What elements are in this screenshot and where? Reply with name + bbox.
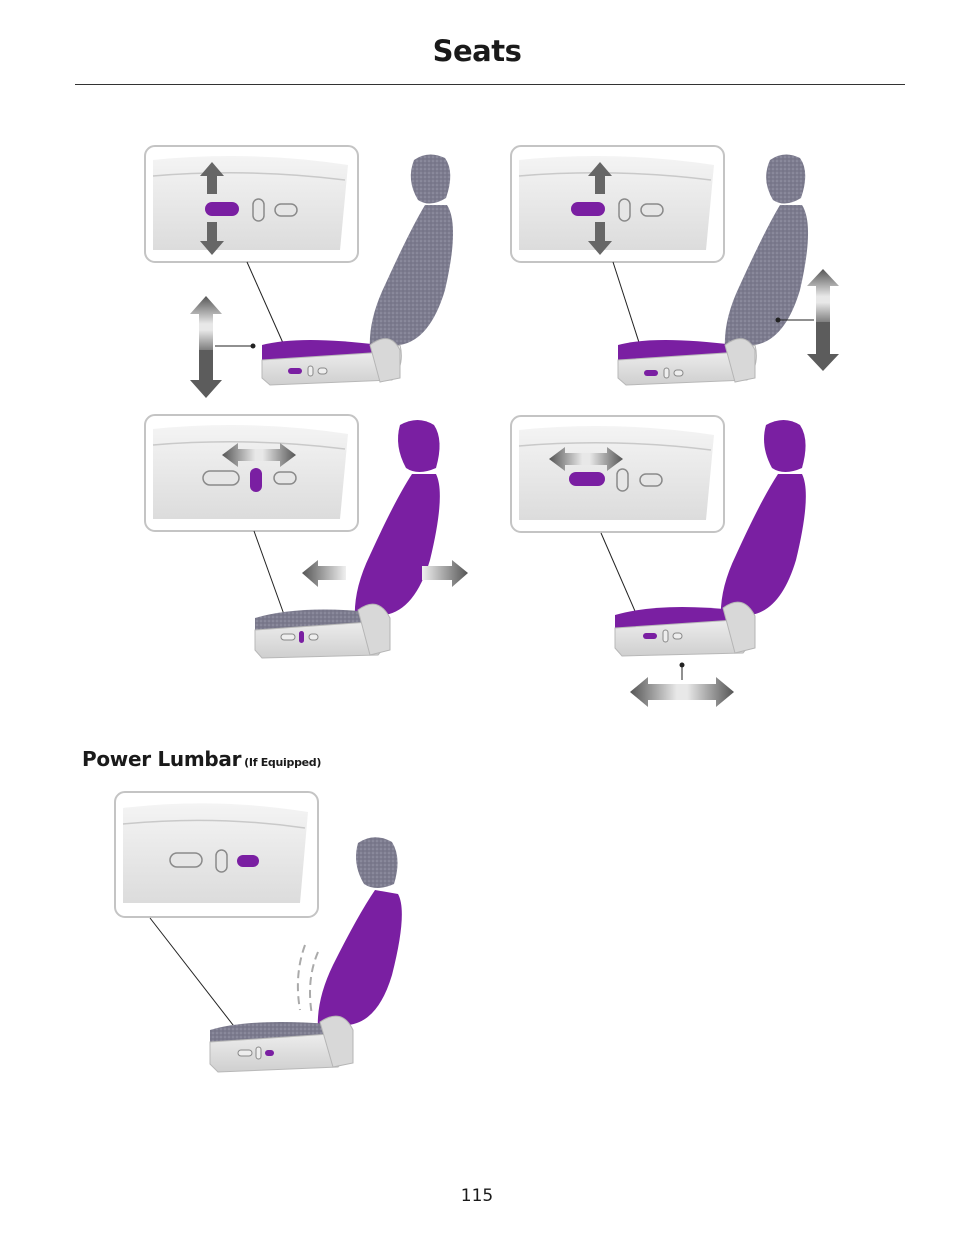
page-number: 115 [0,1186,954,1206]
power-lumbar-illustration [115,792,402,1072]
seatback-recline-illustration [145,415,468,658]
seatback-height-illustration [511,146,839,385]
seat-height-illustration [145,146,453,398]
section-heading-note: (If Equipped) [244,756,321,769]
section-heading-label: Power Lumbar [82,747,241,771]
section-heading: Power Lumbar(If Equipped) [82,747,321,771]
seat-fore-aft-illustration [511,416,806,707]
